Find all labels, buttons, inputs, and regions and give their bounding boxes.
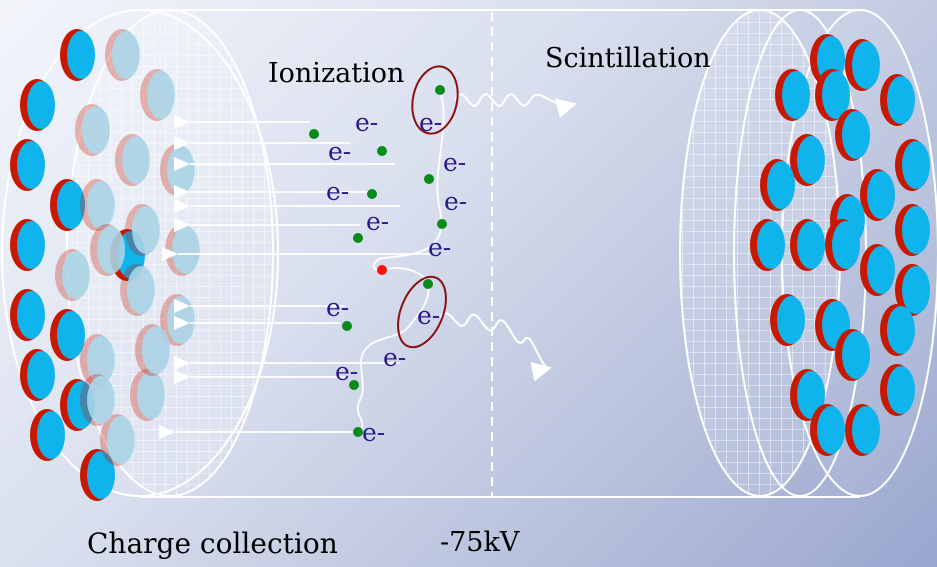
- pmt: [115, 134, 150, 186]
- pmt: [790, 369, 825, 421]
- pmt: [815, 69, 850, 121]
- pmt: [130, 369, 165, 421]
- charge-collection-label: Charge collection: [87, 527, 338, 560]
- pmt: [135, 324, 170, 376]
- pmt: [20, 349, 55, 401]
- electron-label: e-: [328, 137, 351, 166]
- pmt: [160, 144, 195, 196]
- pmt: [880, 74, 915, 126]
- electron-label: e-: [419, 108, 442, 137]
- scintillation-label: Scintillation: [545, 43, 711, 74]
- pmt: [20, 79, 55, 131]
- pmt: [50, 309, 85, 361]
- pmt: [55, 249, 90, 301]
- pmt: [760, 159, 795, 211]
- electron-label: e-: [428, 233, 451, 262]
- pmt: [845, 404, 880, 456]
- electron-label: e-: [443, 148, 466, 177]
- pmt: [790, 134, 825, 186]
- ionization-label: Ionization: [268, 58, 405, 89]
- pmt: [75, 104, 110, 156]
- electron-dot: [424, 174, 434, 184]
- pmt: [80, 334, 115, 386]
- cylinder-outline: [140, 9, 860, 498]
- electron-label: e-: [417, 301, 440, 330]
- pmt: [140, 69, 175, 121]
- electron-dot: [423, 279, 433, 289]
- electron-dot: [349, 380, 359, 390]
- pmt: [90, 224, 125, 276]
- electron-label: e-: [444, 187, 467, 216]
- pmt: [60, 29, 95, 81]
- pmt: [120, 264, 155, 316]
- pmt: [825, 219, 860, 271]
- pmt: [100, 414, 135, 466]
- voltage-label: -75kV: [440, 527, 520, 558]
- pmt: [895, 139, 930, 191]
- pmt: [880, 304, 915, 356]
- right-pmt-array: [750, 34, 930, 456]
- photon-arrow-lower: [439, 312, 552, 382]
- pmt: [810, 404, 845, 456]
- electron-labels: e- e- e- e- e- e- e- e- e- e- e- e- e-: [326, 108, 467, 447]
- electron-dot: [377, 146, 387, 156]
- electron-dots: [309, 85, 447, 437]
- electron-label: e-: [326, 177, 349, 206]
- drift-arrows: [158, 114, 430, 440]
- electron-dot: [437, 219, 447, 229]
- pmt: [770, 294, 805, 346]
- pmt: [105, 29, 140, 81]
- pmt: [860, 244, 895, 296]
- recoil-track: [356, 89, 445, 433]
- electron-label: e-: [355, 108, 378, 137]
- pmt: [880, 364, 915, 416]
- electron-dot: [342, 321, 352, 331]
- electron-dot: [353, 233, 363, 243]
- pmt: [165, 224, 200, 276]
- pmt: [30, 409, 65, 461]
- ion-dot: [377, 265, 387, 275]
- pmt: [845, 39, 880, 91]
- scintillation-marker-upper: [411, 65, 459, 135]
- electron-dot: [367, 189, 377, 199]
- pmt: [835, 109, 870, 161]
- electron-label: e-: [366, 207, 389, 236]
- pmt: [860, 169, 895, 221]
- scintillation-marker-lower: [397, 275, 447, 349]
- electron-label: e-: [326, 293, 349, 322]
- pmt: [10, 219, 45, 271]
- electron-label: e-: [362, 418, 385, 447]
- pmt: [835, 329, 870, 381]
- pmt: [125, 204, 160, 256]
- pmt: [895, 204, 930, 256]
- pmt: [750, 219, 785, 271]
- pmt: [80, 179, 115, 231]
- electron-dot: [353, 427, 363, 437]
- pmt: [10, 289, 45, 341]
- pmt: [80, 449, 115, 501]
- electron-label: e-: [335, 357, 358, 386]
- electron-dot: [309, 129, 319, 139]
- pmt: [775, 69, 810, 121]
- pmt: [10, 139, 45, 191]
- pmt: [50, 179, 85, 231]
- electron-dot: [435, 85, 445, 95]
- pmt: [790, 219, 825, 271]
- pmt: [895, 264, 930, 316]
- pmt: [80, 374, 115, 426]
- photon-arrow-upper: [454, 93, 577, 118]
- electron-label: e-: [383, 343, 406, 372]
